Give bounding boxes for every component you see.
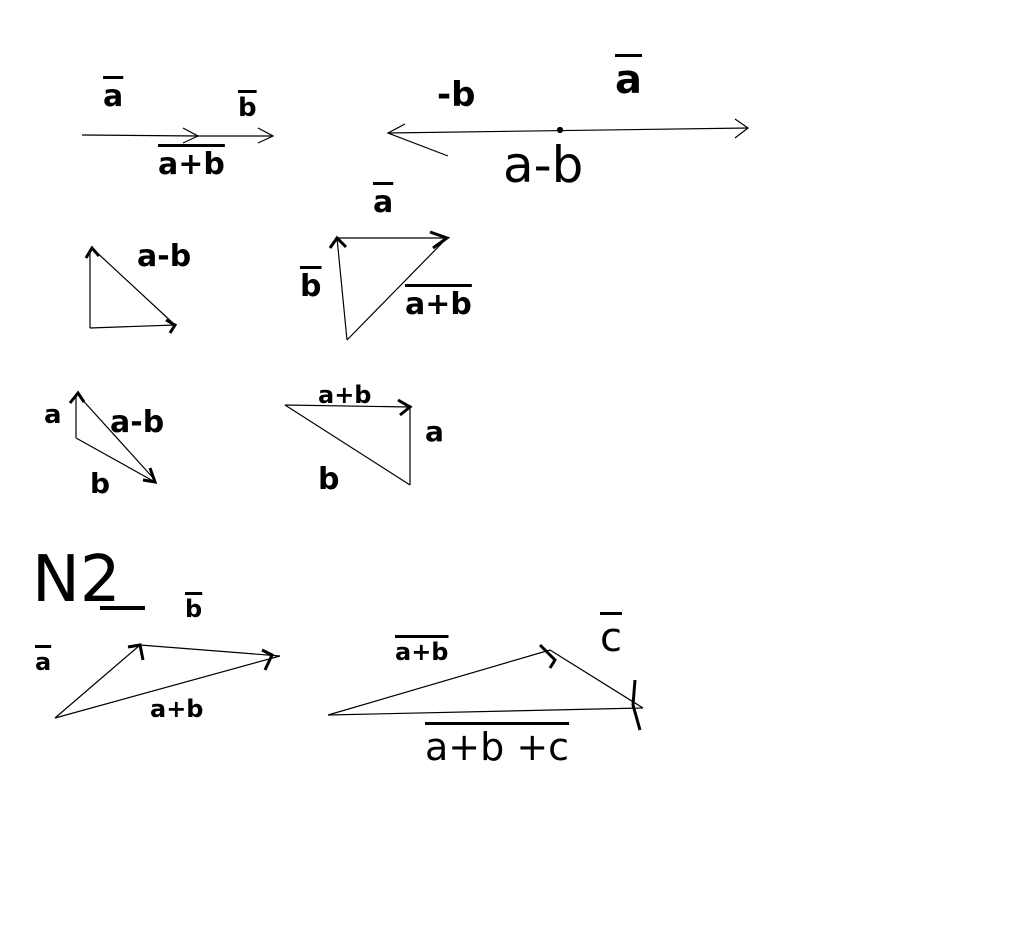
label-neg-b: -b bbox=[437, 75, 476, 115]
tri3-label-a: a bbox=[44, 400, 62, 430]
n2-label-b: b bbox=[185, 595, 203, 623]
label-a-minus-b: a-b bbox=[503, 136, 584, 194]
tri1-label-diff: a-b bbox=[137, 239, 192, 274]
tri3-label-b: b bbox=[90, 467, 111, 500]
label-a-right: a bbox=[615, 57, 642, 103]
vector-a-minus-b-line bbox=[386, 118, 750, 157]
tri2-label-a: a bbox=[373, 185, 394, 220]
triangle-a-minus-b bbox=[84, 245, 178, 334]
tri2-label-sum: a+b bbox=[405, 287, 472, 322]
tri4-label-a: a bbox=[425, 415, 444, 448]
n2r-label-sum: a+b bbox=[395, 638, 449, 666]
vector-a-b-chain bbox=[81, 127, 275, 144]
n2-label-sum: a+b bbox=[150, 695, 204, 723]
tri3-label-diff: a-b bbox=[110, 405, 165, 440]
triangle-a-plus-b bbox=[328, 230, 451, 341]
n2r-label-total: a+b +c bbox=[425, 725, 570, 769]
label-b: b bbox=[238, 93, 257, 123]
tri2-label-b: b bbox=[300, 269, 322, 304]
triangle-small-a-minus-b bbox=[68, 390, 158, 484]
section-heading-n2: N2 bbox=[32, 543, 121, 617]
label-a: a bbox=[103, 79, 124, 114]
label-a-plus-b: a+b bbox=[158, 147, 225, 182]
n2r-label-c: c bbox=[600, 615, 622, 661]
n2-right-triangle bbox=[327, 643, 644, 731]
tri4-label-sum: a+b bbox=[318, 381, 372, 409]
n2-label-a: a bbox=[35, 648, 52, 676]
triangle-small-a-plus-b bbox=[284, 398, 413, 486]
tri4-label-b: b bbox=[318, 462, 340, 497]
n2-left-triangle bbox=[54, 643, 281, 719]
